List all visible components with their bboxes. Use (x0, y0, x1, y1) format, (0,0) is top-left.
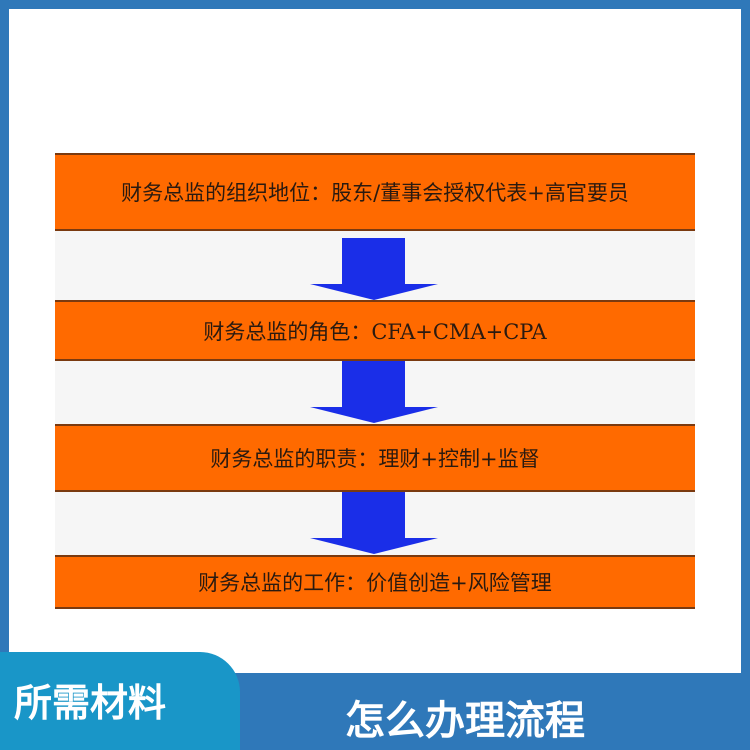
down-arrow-icon (310, 492, 438, 554)
process-label[interactable]: 怎么办理流程 (345, 698, 585, 744)
down-arrow-icon (310, 361, 438, 423)
step-1-text: 财务总监的组织地位：股东/董事会授权代表+高官要员 (121, 181, 629, 205)
materials-label[interactable]: 所需材料 (14, 681, 167, 725)
step-3-text: 财务总监的职责：理财+控制+监督 (210, 447, 540, 471)
step-3-band: 财务总监的职责：理财+控制+监督 (55, 424, 695, 492)
step-2-text: 财务总监的角色：CFA+CMA+CPA (203, 319, 547, 344)
down-arrow-icon (310, 238, 438, 300)
materials-tab[interactable] (0, 652, 240, 750)
step-4-text: 财务总监的工作：价值创造+风险管理 (198, 571, 552, 595)
step-1-band: 财务总监的组织地位：股东/董事会授权代表+高官要员 (55, 153, 695, 231)
step-4-band: 财务总监的工作：价值创造+风险管理 (55, 555, 695, 609)
step-2-band: 财务总监的角色：CFA+CMA+CPA (55, 300, 695, 361)
